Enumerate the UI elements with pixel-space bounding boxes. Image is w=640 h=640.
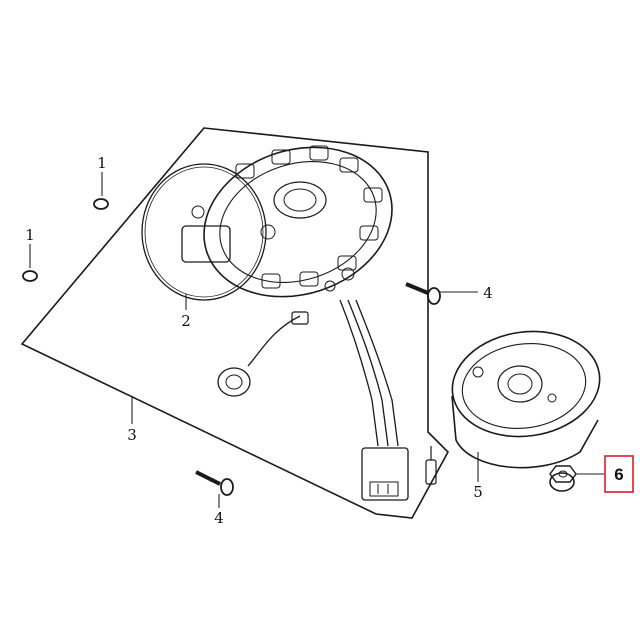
stator-plate [181, 145, 437, 501]
callout-2: 2 [181, 312, 191, 330]
callout-6[interactable]: 6 [614, 465, 623, 484]
screw-upper [405, 282, 441, 305]
callout-1-upper: 1 [97, 154, 107, 172]
highlight-box [604, 455, 634, 493]
callout-4-lower: 4 [214, 509, 224, 527]
callout-4-upper: 4 [483, 284, 493, 302]
flywheel-rotor [451, 330, 601, 469]
washer-upper [93, 198, 109, 210]
o-ring-gasket [141, 163, 267, 301]
callout-3: 3 [127, 426, 137, 444]
washer-lower [22, 270, 38, 282]
flange-nut [549, 465, 577, 492]
screw-lower [195, 470, 234, 496]
callout-1-lower: 1 [25, 226, 35, 244]
callout-5: 5 [473, 483, 483, 501]
stator-assembly-outline [20, 127, 449, 519]
